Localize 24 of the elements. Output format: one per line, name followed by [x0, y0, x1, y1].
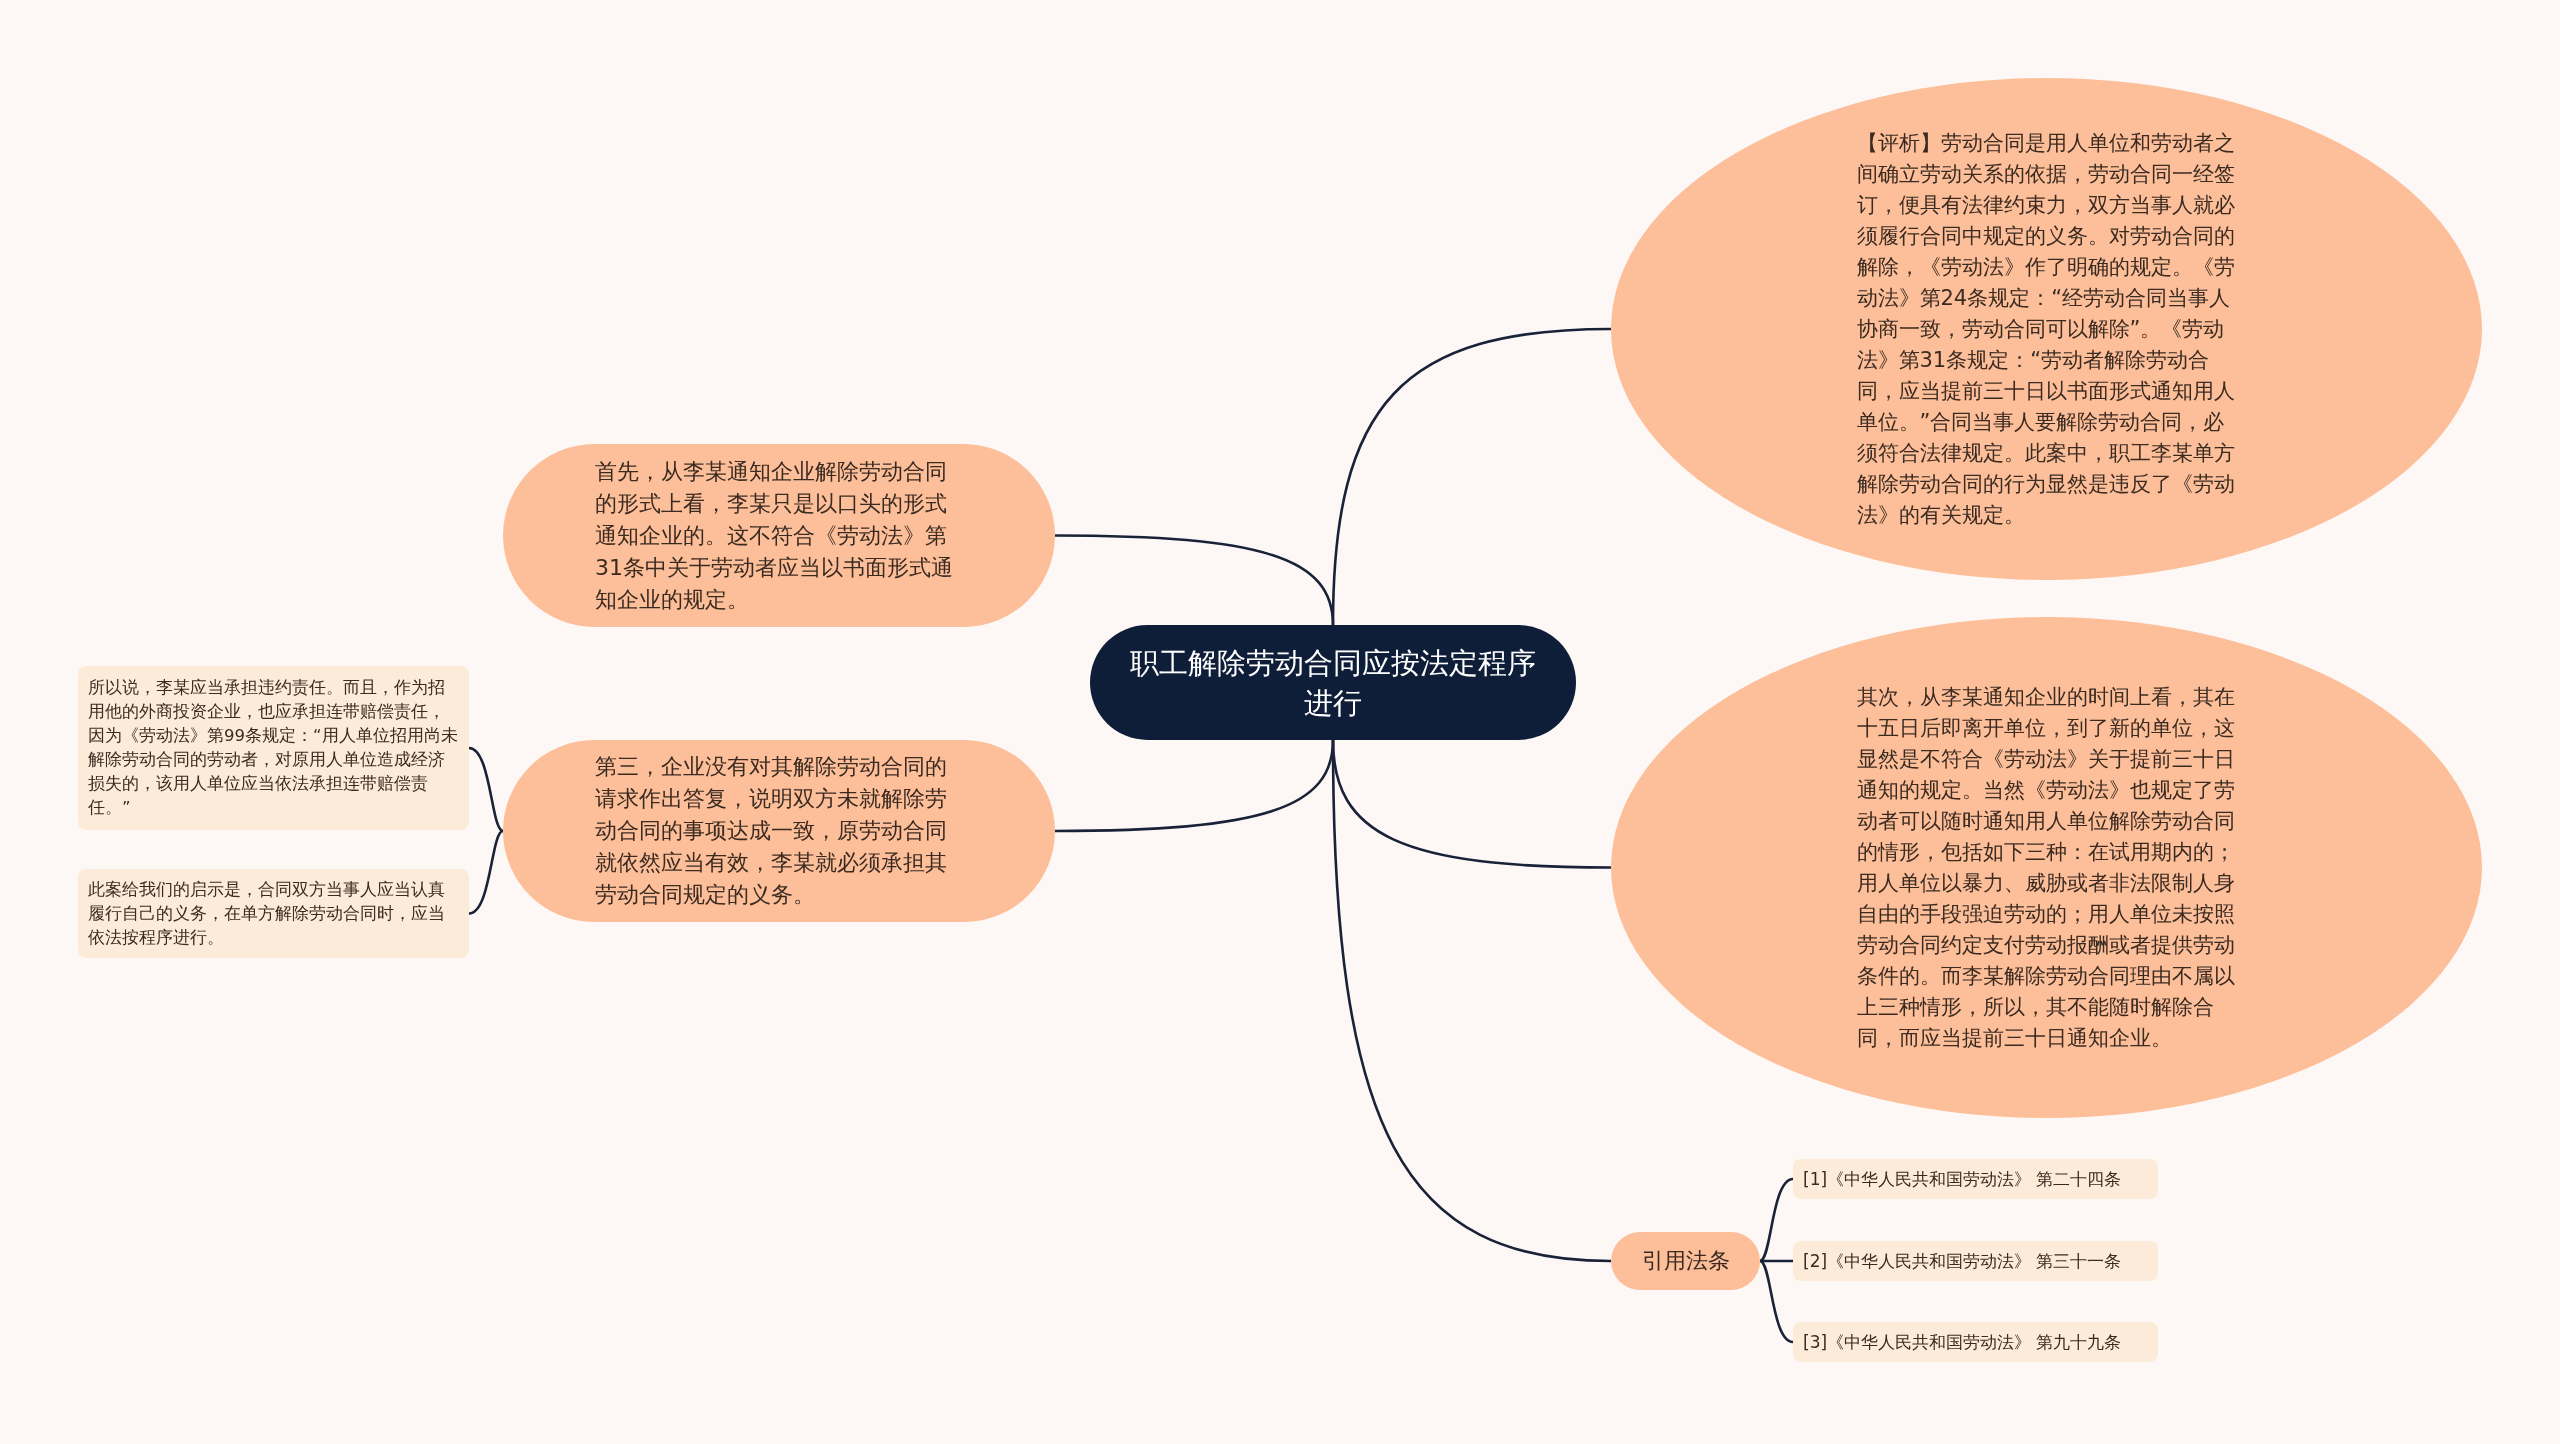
connector-line	[468, 829, 504, 915]
node-text: 第三，企业没有对其解除劳动合同的请求作出答复，说明双方未就解除劳动合同的事项达成一致，原劳动合同就依然应当有效，李某就必须承担其劳动合同规定的义务。	[595, 753, 948, 909]
connector-line	[1055, 739, 1335, 833]
connector-line	[1759, 1259, 1794, 1344]
node-text: [2]《中华人民共和国劳动法》 第三十一条	[1803, 1250, 2122, 1273]
connector-line	[1759, 1177, 1794, 1263]
reference-card	[1793, 1159, 2158, 1199]
note-card	[78, 666, 469, 830]
node-text: 此案给我们的启示是，合同双方当事人应当认真履行自己的义务，在单方解除劳动合同时，应当依法按程序进行。	[88, 878, 446, 949]
connector-line	[1760, 1259, 1793, 1263]
topic-pill	[1611, 1232, 1760, 1290]
node-text: 【评析】劳动合同是用人单位和劳动者之间确立劳动关系的依据，劳动合同一经签订，便具有法律约束力，双方当事人就必须履行合同中规定的义务。对劳动合同的解除，《劳动法》作了明确的规定。《劳动法》第24条规定：“经劳动合同当事人协商一致，劳动合同可以解除”。《劳动法》第31条规定：“劳动者解除劳动合同，应当提前三十日以书面形式通知用人单位。”合同当事人要解除劳动合同，必须符合法律规定。此案中，职工李某单方解除劳动合同的行为显然是违反了《劳动法》的有关规定。	[1856, 129, 2236, 529]
reference-card	[1793, 1322, 2158, 1362]
node-text: 所以说，李某应当承担违约责任。而且，作为招用他的外商投资企业，也应承担连带赔偿责任，因为《劳动法》第99条规定：“用人单位招用尚未解除劳动合同的劳动者，对原用人单位造成经济损失的，该用人单位应当依法承担连带赔偿责任。”	[88, 677, 459, 819]
node-text: 首先，从李某通知企业解除劳动合同的形式上看，李某只是以口头的形式通知企业的。这不符合《劳动法》第31条中关于劳动者应当以书面形式通知企业的规定。	[595, 457, 954, 614]
reference-card	[1793, 1241, 2158, 1281]
node-text: [1]《中华人民共和国劳动法》 第二十四条	[1803, 1168, 2122, 1191]
note-card	[78, 869, 469, 958]
node-text: [3]《中华人民共和国劳动法》 第九十九条	[1803, 1331, 2122, 1354]
node-text: 引用法条	[1641, 1247, 1730, 1275]
connector-line	[1055, 534, 1335, 626]
node-text: 职工解除劳动合同应按法定程序进行	[1129, 644, 1537, 722]
node-text: 其次，从李某通知企业的时间上看，其在十五日后即离开单位，到了新的单位，这显然是不符合《劳动法》关于提前三十日通知的规定。当然《劳动法》也规定了劳动者可以随时通知用人单位解除劳动合同的情形，包括如下三种：在试用期内的；用人单位以暴力、威胁或者非法限制人身自由的手段强迫劳动的；用人单位未按照劳动合同约定支付劳动报酬或者提供劳动条件的。而李某解除劳动合同理由不属以上三种情形，所以，其不能随时解除合同，而应当提前三十日通知企业。	[1856, 683, 2236, 1052]
connector-line	[468, 746, 504, 833]
